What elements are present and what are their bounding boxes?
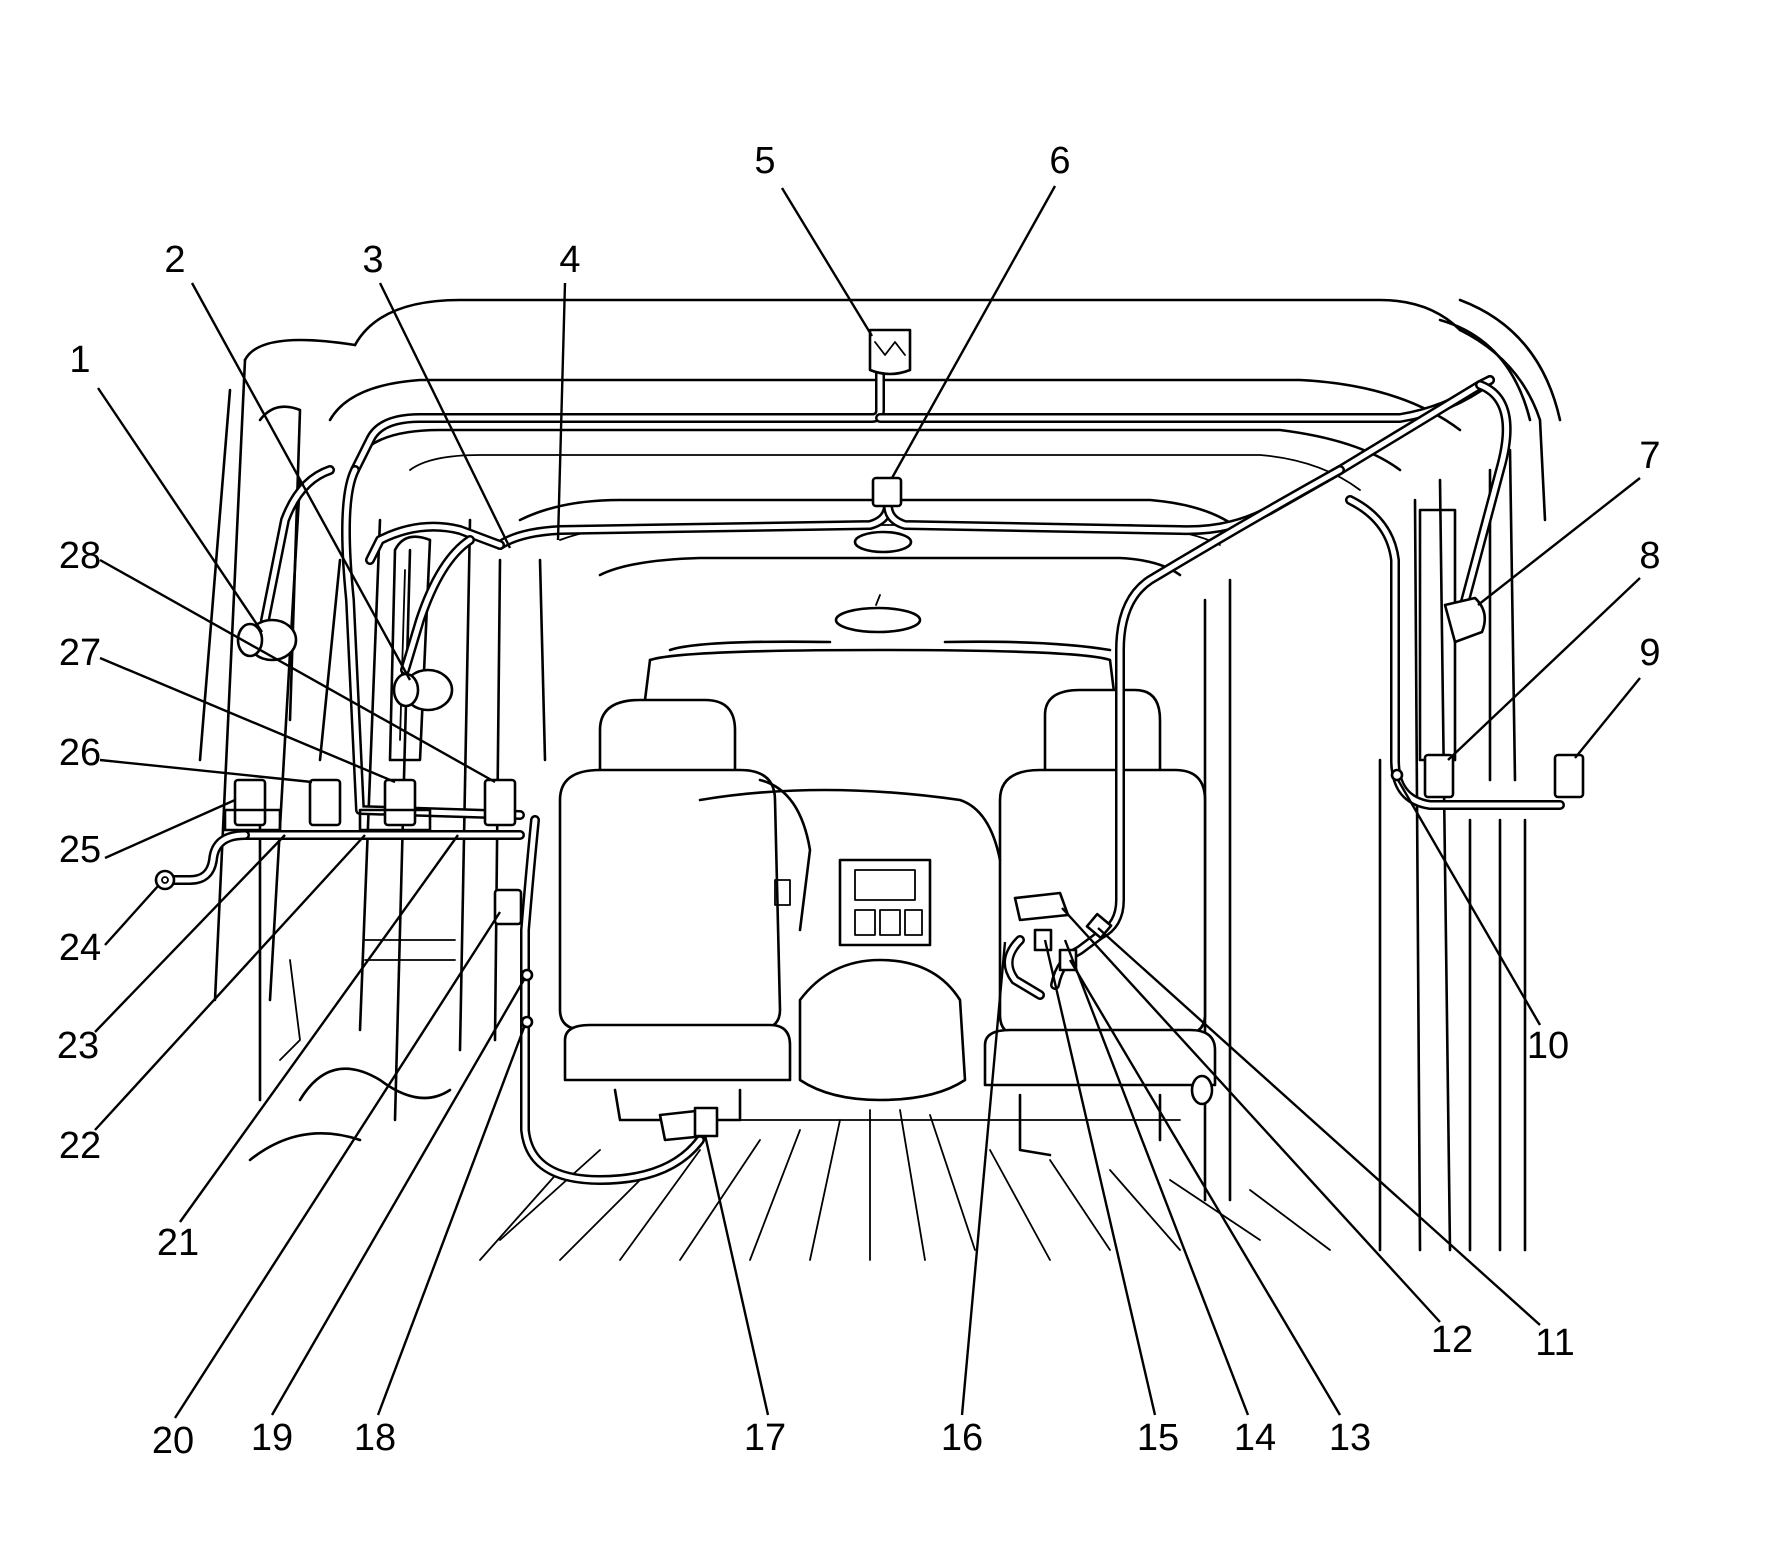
leader-18: [376, 1024, 527, 1416]
callout-6: 6: [1049, 140, 1070, 182]
callout-8: 8: [1639, 535, 1660, 577]
cab-outline: [198, 298, 1562, 1252]
callout-17: 17: [744, 1417, 786, 1459]
callout-9: 9: [1639, 632, 1660, 674]
leader-1: [97, 387, 263, 633]
leader-24: [104, 885, 159, 946]
leader-21: [179, 834, 459, 1223]
leader-5: [780, 187, 874, 337]
floor-lines: [479, 1109, 1331, 1261]
callout-28: 28: [59, 535, 101, 577]
leader-28: [99, 558, 496, 784]
components: [154, 328, 1585, 1142]
callout-21: 21: [157, 1222, 199, 1264]
callout-27: 27: [59, 632, 101, 674]
leader-12: [1061, 907, 1441, 1323]
callout-16: 16: [941, 1417, 983, 1459]
leader-lines: [94, 185, 1641, 1419]
callout-19: 19: [251, 1417, 293, 1459]
callout-20: 20: [152, 1420, 194, 1462]
leader-2: [190, 282, 412, 681]
callout-3: 3: [362, 239, 383, 281]
leader-25: [104, 798, 236, 860]
callout-24: 24: [59, 927, 101, 969]
driver-seat: [558, 698, 812, 1122]
callout-labels: 1 2 3 4 5 6 7 8 9 10 11 12 13 14 15 16 1…: [57, 140, 1661, 1462]
leader-17: [703, 1134, 770, 1416]
callout-5: 5: [754, 140, 775, 182]
leader-6: [890, 185, 1057, 479]
leader-3: [378, 282, 512, 549]
leader-26: [99, 758, 313, 784]
leader-11: [1097, 927, 1541, 1326]
leader-8: [1447, 577, 1641, 761]
callout-18: 18: [354, 1417, 396, 1459]
leader-14: [1063, 939, 1250, 1416]
callout-1: 1: [69, 339, 90, 381]
callout-25: 25: [59, 829, 101, 871]
leader-13: [1068, 959, 1342, 1416]
leader-10: [1396, 779, 1542, 1026]
leader-22: [94, 834, 366, 1131]
callout-4: 4: [559, 239, 580, 281]
callout-10: 10: [1527, 1025, 1569, 1067]
left-lower-harness: [160, 815, 705, 1185]
callout-15: 15: [1137, 1417, 1179, 1459]
leader-4: [556, 282, 567, 541]
callout-2: 2: [164, 239, 185, 281]
callout-14: 14: [1234, 1417, 1276, 1459]
leader-16: [960, 941, 1007, 1416]
callout-26: 26: [59, 732, 101, 774]
center-console: [698, 788, 1002, 1102]
callout-12: 12: [1431, 1319, 1473, 1361]
callout-22: 22: [59, 1125, 101, 1167]
callout-7: 7: [1639, 435, 1660, 477]
leader-7: [1477, 477, 1641, 606]
roof-harness: [260, 355, 1565, 940]
leader-9: [1574, 677, 1641, 759]
callout-23: 23: [57, 1025, 99, 1067]
leader-20: [173, 911, 502, 1419]
leader-19: [270, 977, 527, 1416]
leader-23: [94, 834, 286, 1033]
leader-27: [99, 656, 396, 784]
callout-13: 13: [1329, 1417, 1371, 1459]
callout-11: 11: [1535, 1322, 1574, 1364]
leader-15: [1043, 939, 1157, 1416]
